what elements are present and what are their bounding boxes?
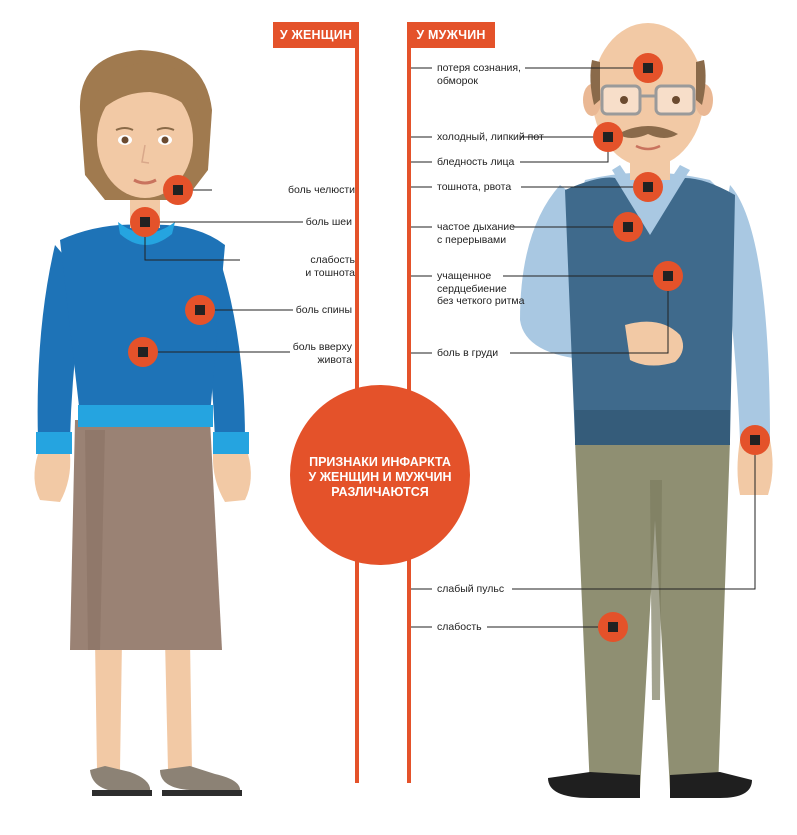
women-header-box [273,22,359,48]
center-title: ПРИЗНАКИ ИНФАРКТА У ЖЕНЩИН И МУЖЧИН РАЗЛ… [308,455,452,499]
men-symptom-breathing: частое дыхание с перерывами [437,221,515,246]
marker-fainting [633,53,663,83]
men-symptom-nausea: тошнота, рвота [437,181,512,193]
woman-figure [34,50,251,796]
marker-heartbeat [653,261,683,291]
men-symptom-sweat: холодный, липкий пот [437,131,544,143]
women-symptom-upper-abdomen: боль вверху живота [215,341,355,366]
men-symptom-weak-pulse: слабый пульс [437,583,505,595]
marker-breathing [613,212,643,242]
women-header: У ЖЕНЩИН [279,28,353,42]
women-symptom-upper-abdomen-text: боль вверху живота [289,341,355,366]
women-symptom-neck-text: боль шеи [302,216,355,228]
marker-nausea [633,172,663,202]
women-symptom-jaw: боль челюсти [212,184,355,197]
women-symptom-back: боль спины [215,304,355,317]
marker-weak-pulse [740,425,770,455]
marker-back [185,295,215,325]
marker-weakness [598,612,628,642]
marker-sweat [593,122,623,152]
women-symptom-neck: боль шеи [215,216,355,229]
marker-upper-abdomen [128,337,158,367]
men-symptom-fainting: потеря сознания, обморок [437,62,521,87]
marker-neck [130,207,160,237]
men-symptom-weakness: слабость [437,621,482,633]
man-figure [520,23,773,798]
men-header: У МУЖЧИН [416,28,486,42]
women-symptom-weakness-nausea: слабость и тошнота [305,254,355,279]
marker-jaw [163,175,193,205]
men-symptom-heartbeat: учащенное сердцебиение без четкого ритма [437,270,525,307]
men-symptom-pale-face: бледность лица [437,156,515,168]
men-header-box [407,22,495,48]
symptom-markers [128,53,770,642]
men-symptom-chest-pain: боль в груди [437,347,499,359]
women-symptom-back-text: боль спины [292,304,355,316]
center-circle [290,385,470,565]
